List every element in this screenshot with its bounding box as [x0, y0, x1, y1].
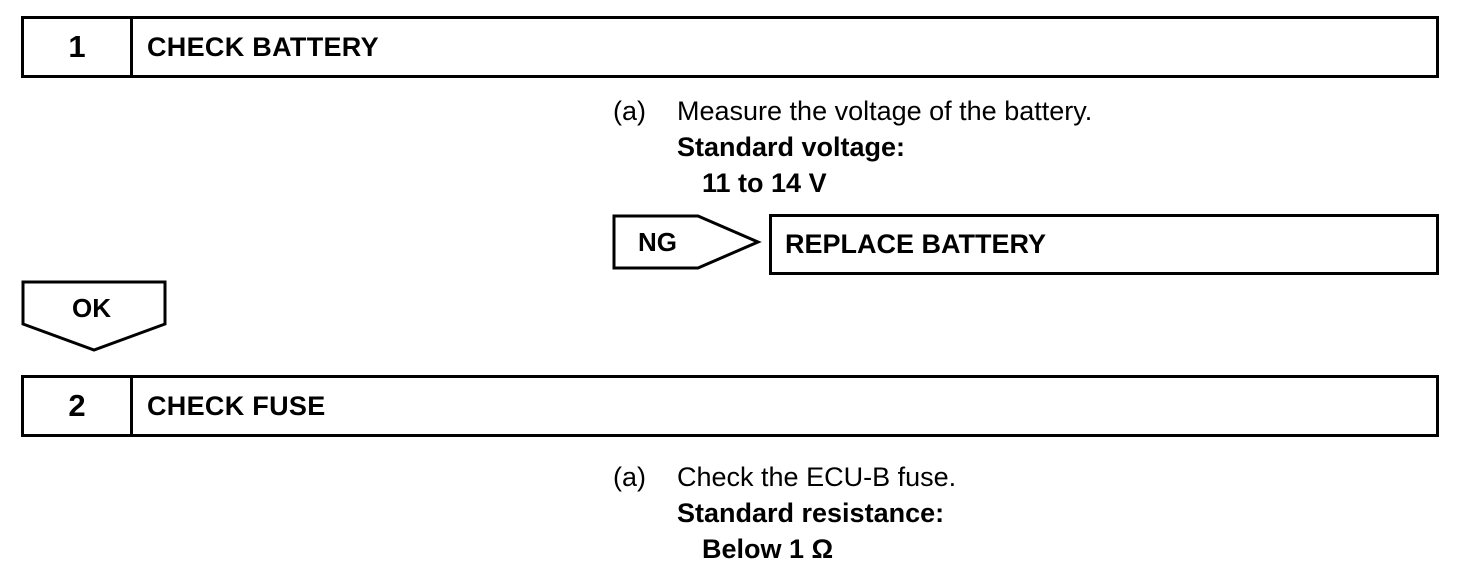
step-1-spec-value: 11 to 14 V [702, 168, 827, 198]
step-1-header: 1 CHECK BATTERY [21, 16, 1439, 78]
step-1-instruction-label: (a) [613, 96, 646, 126]
step-1-title: CHECK BATTERY [147, 31, 379, 62]
step-2-instruction-label: (a) [613, 462, 646, 492]
ok-label: OK [72, 293, 111, 323]
ng-label: NG [638, 227, 677, 257]
step-2-instruction-text: Check the ECU-B fuse. [677, 462, 957, 492]
step-1-number: 1 [24, 19, 133, 75]
step-2-spec-value: Below 1 Ω [702, 534, 834, 564]
step-2-header: 2 CHECK FUSE [21, 375, 1439, 437]
step-2-spec-label: Standard resistance: [677, 498, 945, 528]
step-1-spec-label: Standard voltage: [677, 132, 906, 162]
step-2-number: 2 [24, 378, 133, 434]
ng-arrow-shape [612, 214, 762, 270]
step-2-title: CHECK FUSE [147, 390, 326, 421]
step-1-instruction-text: Measure the voltage of the battery. [677, 96, 1093, 126]
ok-arrow-shape [21, 280, 167, 352]
ng-action-box: REPLACE BATTERY [769, 214, 1439, 275]
